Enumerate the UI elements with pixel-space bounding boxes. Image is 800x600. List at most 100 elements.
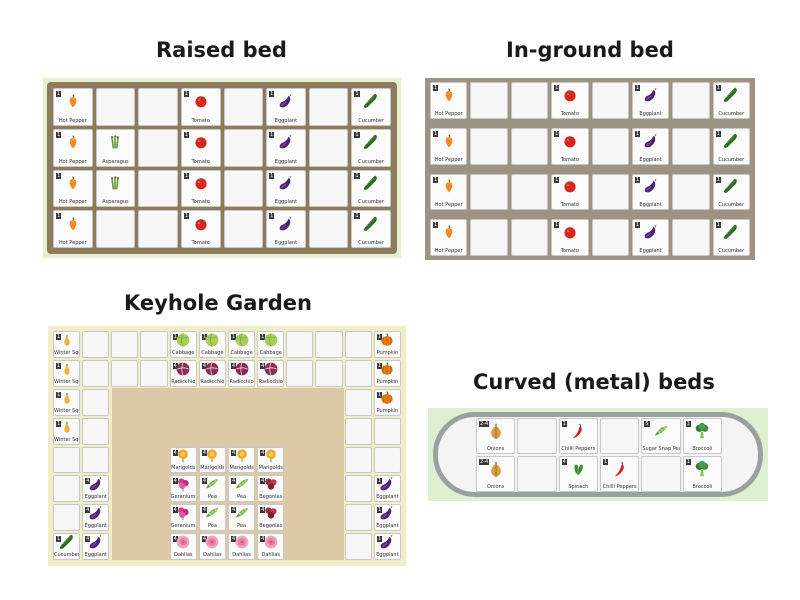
inground-bed-cell-empty[interactable] <box>470 219 508 256</box>
raised-bed-cell-empty[interactable] <box>223 128 264 167</box>
keyhole-cell-empty[interactable] <box>82 331 110 358</box>
curved-bed-cell-empty[interactable] <box>517 418 557 454</box>
keyhole-cell-empty[interactable] <box>53 475 81 503</box>
inground-bed-cell-empty[interactable] <box>672 173 710 211</box>
keyhole-cell-empty[interactable] <box>111 359 139 387</box>
keyhole-cell-empty[interactable] <box>111 331 139 358</box>
keyhole-cell-empty[interactable] <box>82 446 110 474</box>
inground-bed-cell-empty[interactable] <box>470 82 508 119</box>
keyhole-cell-empty[interactable] <box>344 417 372 445</box>
inground-bed-cell-empty[interactable] <box>591 127 629 165</box>
curved-bed-cell-empty[interactable] <box>599 418 640 454</box>
raised-bed-cell-empty[interactable] <box>95 88 136 126</box>
raised-bed-cell-empty[interactable] <box>223 169 264 208</box>
keyhole-cell-empty[interactable] <box>344 446 372 474</box>
raised-bed-cell-empty[interactable] <box>138 128 178 167</box>
raised-bed-cell-empty[interactable] <box>138 88 178 126</box>
inground-bed-cell-empty[interactable] <box>672 219 710 256</box>
keyhole-cell-empty[interactable] <box>286 331 314 358</box>
curved-bed-cell-empty[interactable] <box>641 456 681 492</box>
keyhole-cell-empty[interactable] <box>315 331 343 358</box>
raised-bed-cell-asparagus[interactable]: Asparagus <box>95 128 136 167</box>
keyhole-cell-empty[interactable] <box>140 331 168 358</box>
keyhole-cell-empty[interactable] <box>373 446 401 474</box>
inground-bed-cell-empty[interactable] <box>672 127 710 165</box>
inground-bed-cell-empty[interactable] <box>591 219 629 256</box>
inground-bed-cell-empty[interactable] <box>672 82 710 119</box>
keyhole-cell-empty[interactable] <box>82 359 110 387</box>
keyhole-cell-empty[interactable] <box>315 359 343 387</box>
keyhole-cell-empty[interactable] <box>140 359 168 387</box>
curved-bed-cell-empty[interactable] <box>517 456 557 492</box>
keyhole-cell-empty[interactable] <box>53 504 81 532</box>
inground-bed-cell-empty[interactable] <box>510 127 549 165</box>
keyhole-cell-empty[interactable] <box>344 533 372 560</box>
keyhole-cell-empty[interactable] <box>53 446 81 474</box>
raised-bed-cell-empty[interactable] <box>223 210 264 248</box>
raised-bed-cell-empty[interactable] <box>223 88 264 126</box>
keyhole-cell-empty[interactable] <box>82 417 110 445</box>
raised-bed-cell-empty[interactable] <box>138 169 178 208</box>
raised-bed-cell-empty[interactable] <box>95 210 136 248</box>
keyhole-cell-empty[interactable] <box>286 359 314 387</box>
